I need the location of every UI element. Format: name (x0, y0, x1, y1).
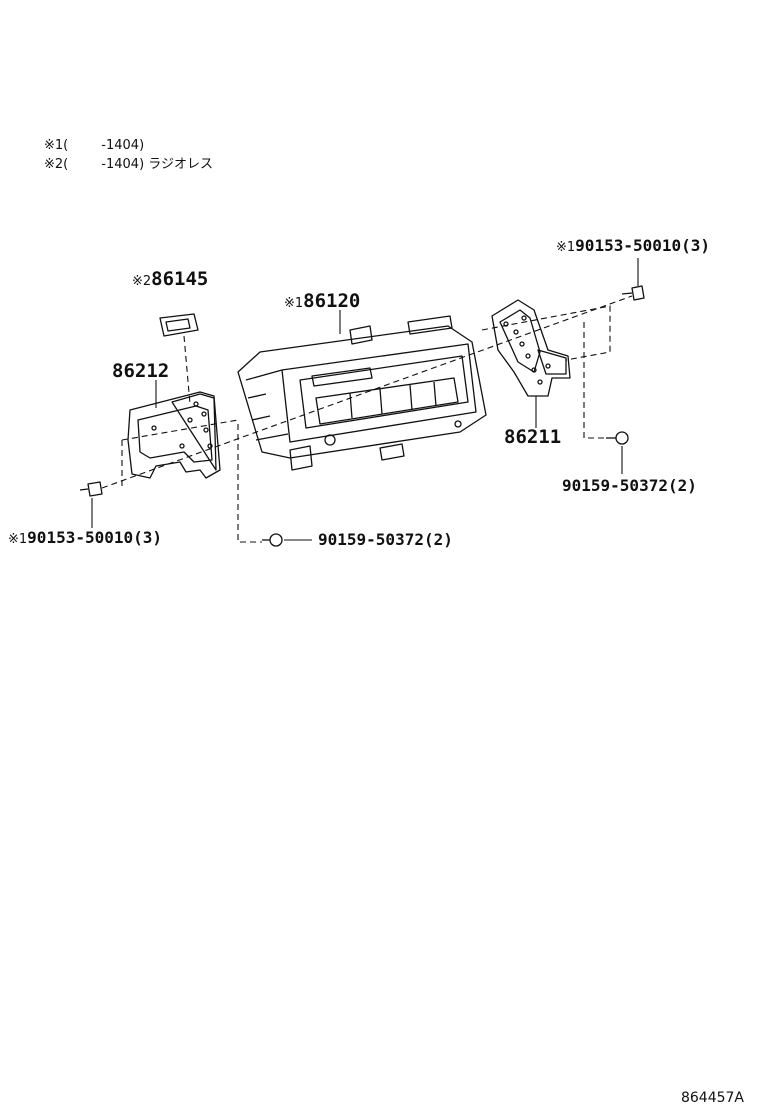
audio-unit-86120 (237, 315, 487, 471)
notes-legend: ※1( -1404) ※2( -1404) ラジオレス (44, 136, 213, 174)
part-label-86120[interactable]: ※186120 (284, 290, 361, 312)
part-label-bolt-left[interactable]: ※190153-50010(3) (8, 528, 163, 547)
leader-lines (91, 258, 639, 541)
screw-icon-right (606, 431, 629, 445)
switch-86145 (159, 313, 199, 337)
assembly-lines (101, 295, 633, 543)
bolt-icon-top-right (621, 285, 645, 301)
part-label-86211[interactable]: 86211 (504, 426, 562, 448)
catalog-id: 864457A (680, 1090, 744, 1106)
part-label-bolt-top-right[interactable]: ※190153-50010(3) (556, 236, 711, 255)
part-label-86212[interactable]: 86212 (112, 360, 170, 382)
bracket-86211 (491, 299, 571, 397)
part-label-screw-center[interactable]: 90159-50372(2) (318, 530, 453, 549)
part-label-86145[interactable]: ※286145 (132, 268, 209, 290)
part-label-screw-right[interactable]: 90159-50372(2) (562, 476, 697, 495)
bracket-86212 (127, 391, 221, 479)
note-2: ※2( -1404) ラジオレス (44, 157, 214, 172)
bolt-icon-left (79, 481, 103, 497)
note-1: ※1( -1404) (44, 138, 145, 153)
screw-icon-center (262, 533, 283, 547)
